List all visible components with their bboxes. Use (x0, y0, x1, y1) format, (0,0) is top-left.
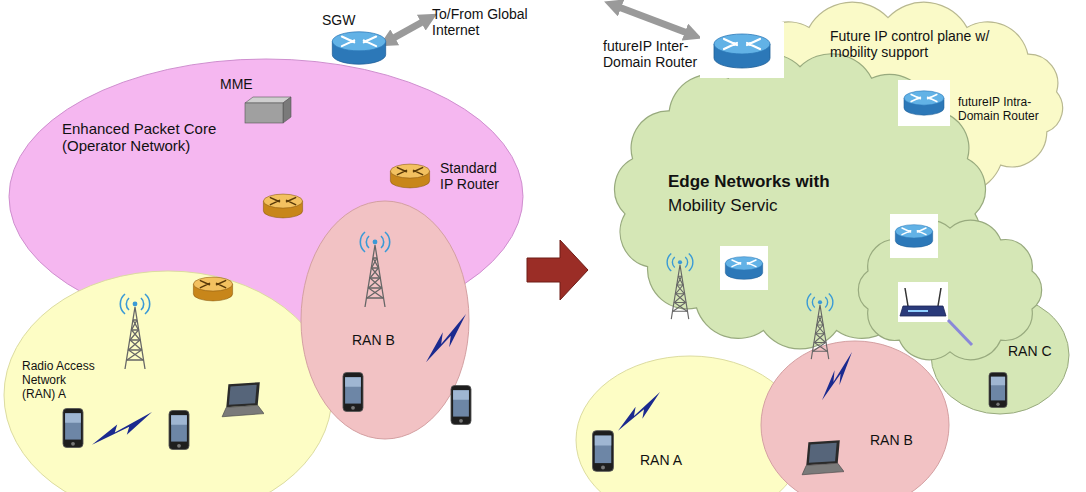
region-label: RAN A (640, 452, 710, 468)
radio-link (822, 352, 852, 400)
uplink-label: To/From Global Internet (432, 6, 552, 38)
router-tile (898, 80, 950, 126)
router-label: Standard IP Router (440, 160, 510, 192)
cell-tower (667, 254, 693, 320)
region-label: Future IP control plane w/ mobility supp… (830, 28, 1000, 60)
ip-router (263, 194, 302, 218)
cell-tower (807, 294, 833, 360)
phone (343, 373, 363, 412)
region-label: Edge Networks with (668, 172, 868, 192)
ip-router (193, 277, 232, 301)
region-label: Radio Access Network (RAN) A (22, 360, 102, 401)
phone (169, 411, 189, 450)
sgw-router (332, 32, 385, 64)
router-tile (700, 22, 784, 78)
ellipse-outline (300, 200, 470, 440)
ran-region: Radio Access Network (RAN) A (3, 270, 333, 492)
edge-network-cloud: Edge Networks withMobility Servic (598, 42, 1060, 372)
inter-domain-arrow (616, 6, 690, 34)
ip-router (390, 164, 429, 188)
edge-router (895, 225, 932, 248)
router-tile (720, 246, 768, 290)
region-label: RAN B (352, 332, 422, 348)
transition-arrow (527, 240, 588, 300)
router-tile (898, 282, 948, 322)
ellipse-outline (760, 340, 950, 492)
region-label: Enhanced Packet Core (Operator Network) (62, 120, 232, 155)
wifi-link (948, 320, 972, 345)
radio-link (618, 392, 660, 431)
radio-link (92, 412, 152, 445)
mme-label: MME (220, 76, 270, 92)
ran-region: RAN B (300, 200, 470, 440)
gateway-label: SGW (322, 12, 372, 28)
region-label: Mobility Servic (668, 196, 868, 216)
cell-tower (360, 232, 389, 307)
ran-region: RAN B (760, 340, 950, 492)
radio-link (426, 314, 466, 362)
laptop (802, 440, 844, 475)
laptop (222, 382, 264, 417)
phone (989, 372, 1007, 407)
region-label: RAN B (870, 432, 940, 448)
phone (451, 386, 471, 425)
router-tile (890, 214, 938, 258)
phone (63, 409, 83, 448)
router-label: futureIP Intra-Domain Router (958, 96, 1043, 124)
wifi-router (900, 288, 946, 316)
internet-arrow (390, 20, 426, 40)
region-label: RAN C (1008, 343, 1068, 359)
router-label: futureIP Inter-Domain Router (603, 38, 698, 70)
edge-router (725, 257, 762, 280)
cloud-outline (598, 42, 1060, 372)
mme-box (245, 97, 291, 123)
inter-domain-router (714, 34, 770, 68)
cell-tower (120, 294, 149, 369)
intra-domain-router (904, 91, 944, 115)
phone (593, 431, 614, 472)
